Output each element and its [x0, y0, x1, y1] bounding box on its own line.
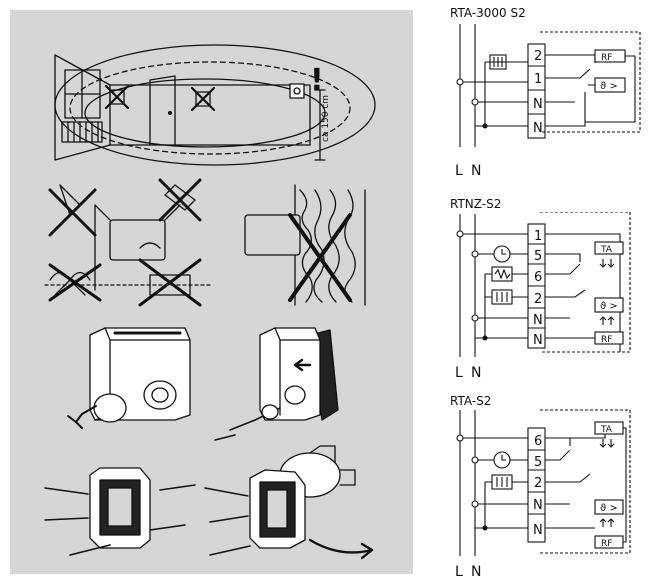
terminal-label: 6 [534, 270, 542, 285]
terminal-label: 1 [534, 229, 542, 244]
sensor-label: ϑ > [600, 301, 618, 312]
supply-label-n: N [471, 564, 481, 580]
terminal-label: 5 [534, 455, 542, 470]
supply-label-n: N [471, 365, 481, 381]
installation-illustrations: ca 150 cm ! [44, 44, 376, 560]
step-remove-knob [67, 327, 191, 429]
terminal-label: 2 [534, 292, 542, 307]
bad-location-cold-wall [244, 184, 366, 306]
step-mount-on-pump [204, 445, 374, 560]
step-remove-cover [214, 327, 339, 441]
terminal-label: N [533, 523, 543, 538]
supply-rails [459, 24, 476, 147]
step-mount-base [44, 467, 196, 556]
wiring-diagram-rtnz-s2: 1 5 6 2 N N TA RF ϑ > L N [455, 212, 631, 381]
terminal-label: 5 [534, 249, 542, 264]
terminal-label: N [533, 333, 543, 348]
terminal-label: 1 [534, 72, 542, 87]
terminal-label: N [533, 121, 543, 136]
sensor-label: ϑ > [600, 503, 618, 514]
terminal-label: 2 [534, 49, 542, 64]
wiring-diagram-rta-3000-s2: 2 1 N N RF ϑ > L N [455, 24, 641, 179]
module-label-ta: TA [600, 245, 613, 255]
supply-label-l: L [455, 163, 463, 179]
sensor-label: ϑ > [600, 81, 618, 92]
wiring-diagram-rta-s2: 6 5 2 N N TA RF ϑ > L N [455, 409, 631, 580]
supply-label-l: L [455, 365, 463, 381]
warning-mark: ! [310, 63, 324, 98]
supply-label-l: L [455, 564, 463, 580]
module-label-rf: RF [601, 335, 612, 345]
diagram-title-rta-s2: RTA-S2 [450, 394, 492, 408]
supply-label-n: N [471, 163, 481, 179]
terminal-label: N [533, 97, 543, 112]
bad-location-heat-sources [44, 178, 211, 307]
room-illustration [54, 44, 376, 166]
installation-instructions-panel: ca 150 cm ! [10, 10, 413, 574]
diagram-title-rta-3000-s2: RTA-3000 S2 [450, 6, 526, 20]
module-label-rf: RF [601, 539, 612, 549]
module-label-rf: RF [601, 53, 612, 63]
terminal-label: N [533, 498, 543, 513]
diagram-title-rtnz-s2: RTNZ-S2 [450, 197, 502, 211]
module-label-ta: TA [600, 425, 613, 435]
height-label: ca 150 cm [321, 95, 331, 142]
terminal-label: N [533, 313, 543, 328]
terminal-label: 2 [534, 476, 542, 491]
terminal-label: 6 [534, 434, 542, 449]
